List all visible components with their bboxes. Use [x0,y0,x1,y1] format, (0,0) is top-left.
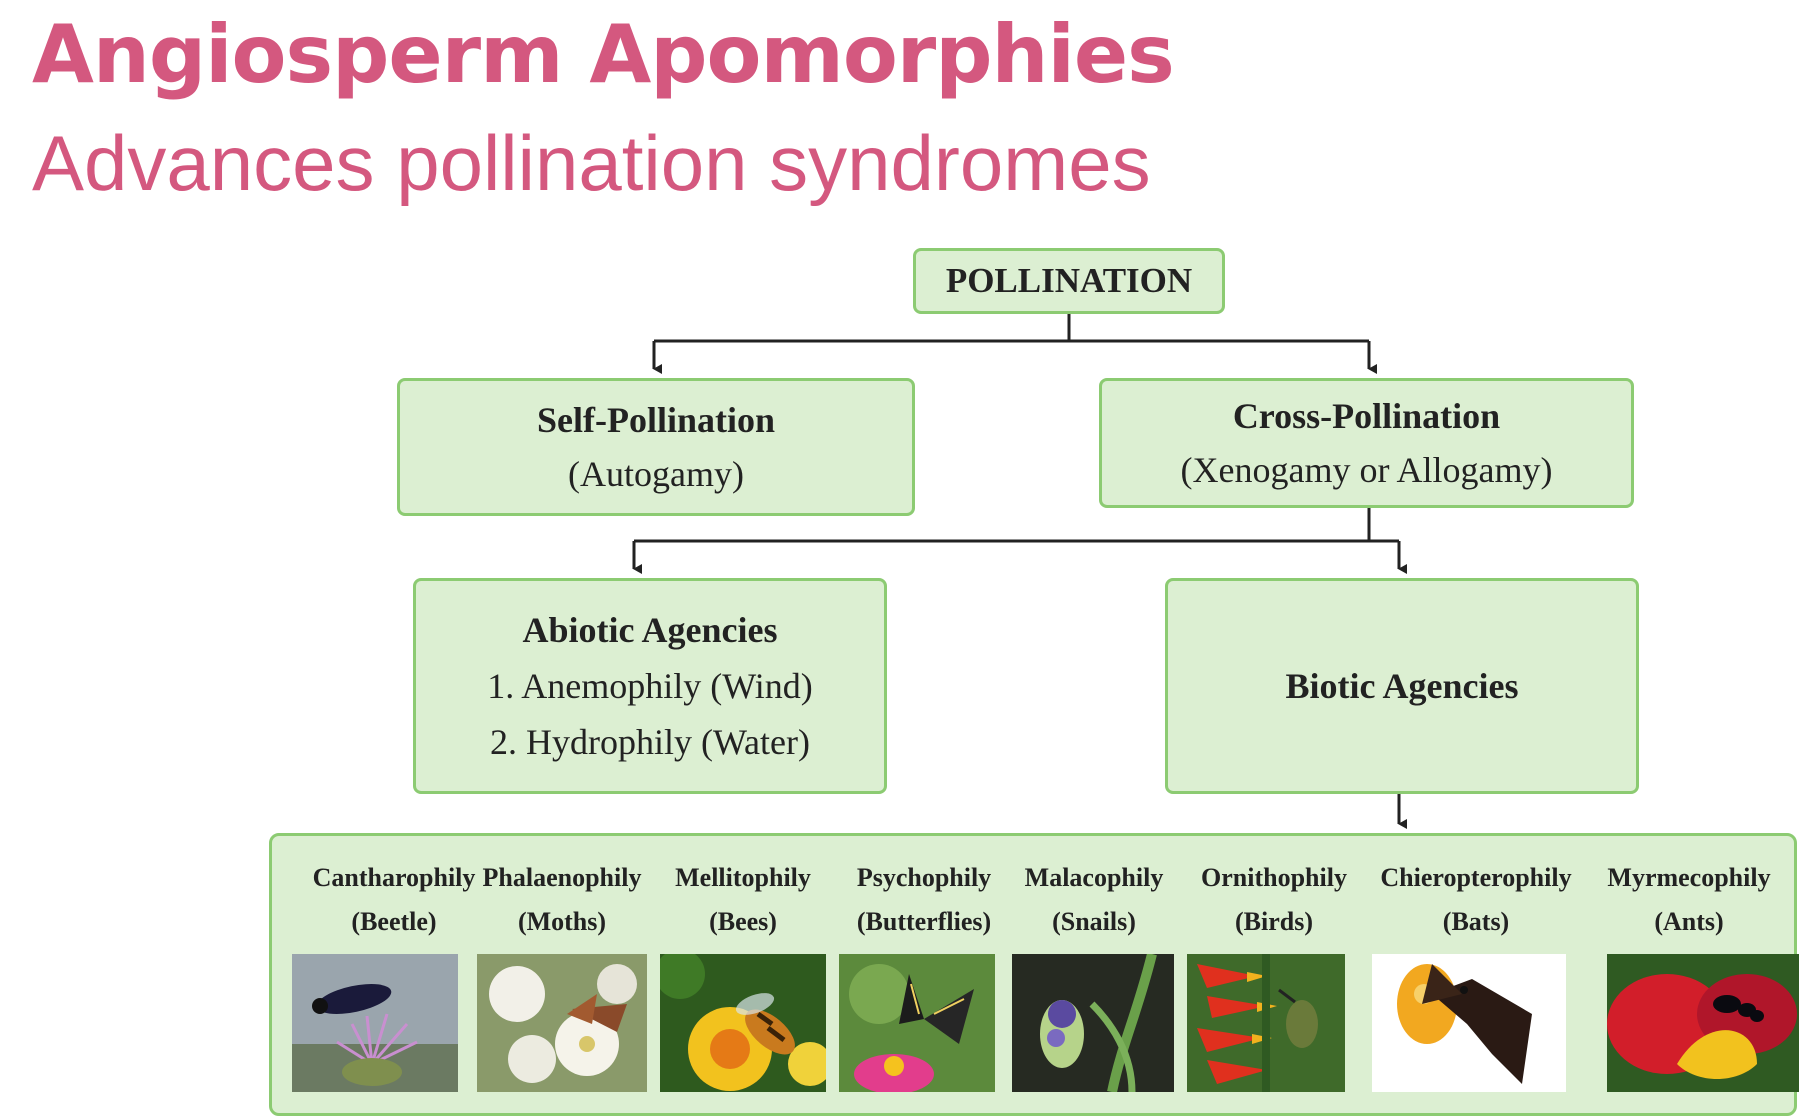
self-pollination-title: Self-Pollination [537,399,775,441]
beetle-photo [292,954,458,1092]
cross-pollination-box: Cross-Pollination (Xenogamy or Allogamy) [1099,378,1634,508]
biotic-agencies-box: Biotic Agencies [1165,578,1639,794]
abiotic-item: 2. Hydrophily (Water) [490,721,810,763]
self-pollination-subtitle: (Autogamy) [568,453,744,495]
syndrome-name: Malacophily [1009,856,1179,900]
syndrome-phalaenophily: Phalaenophily (Moths) [472,856,652,944]
pollination-root-box: POLLINATION [913,248,1225,314]
syndrome-group: (Bats) [1361,900,1591,944]
syndrome-name: Mellitophily [658,856,828,900]
syndrome-myrmecophily: Myrmecophily (Ants) [1589,856,1789,944]
abiotic-item: 1. Anemophily (Wind) [487,665,813,707]
abiotic-agencies-box: Abiotic Agencies 1. Anemophily (Wind) 2.… [413,578,887,794]
syndrome-malacophily: Malacophily (Snails) [1009,856,1179,944]
syndrome-group: (Butterflies) [839,900,1009,944]
syndrome-name: Chieropterophily [1361,856,1591,900]
ant-photo [1607,954,1799,1092]
biotic-title: Biotic Agencies [1286,665,1519,707]
syndrome-name: Phalaenophily [472,856,652,900]
cross-pollination-title: Cross-Pollination [1233,395,1500,437]
syndrome-mellitophily: Mellitophily (Bees) [658,856,828,944]
self-pollination-box: Self-Pollination (Autogamy) [397,378,915,516]
snail-photo [1012,954,1174,1092]
bat-photo [1372,954,1566,1092]
syndrome-group: (Birds) [1189,900,1359,944]
bird-photo [1187,954,1345,1092]
abiotic-title: Abiotic Agencies [523,609,778,651]
syndrome-group: (Snails) [1009,900,1179,944]
syndrome-chieropterophily: Chieropterophily (Bats) [1361,856,1591,944]
syndrome-name: Ornithophily [1189,856,1359,900]
syndrome-group: (Bees) [658,900,828,944]
syndrome-group: (Ants) [1589,900,1789,944]
syndrome-name: Psychophily [839,856,1009,900]
root-label: POLLINATION [946,261,1192,301]
butterfly-photo [839,954,995,1092]
bee-photo [660,954,826,1092]
pollination-syndromes-panel: Cantharophily (Beetle) Phalaenophily (Mo… [269,833,1797,1116]
syndrome-group: (Moths) [472,900,652,944]
syndrome-psychophily: Psychophily (Butterflies) [839,856,1009,944]
cross-pollination-subtitle: (Xenogamy or Allogamy) [1181,449,1553,491]
moth-photo [477,954,647,1092]
syndrome-ornithophily: Ornithophily (Birds) [1189,856,1359,944]
syndrome-name: Myrmecophily [1589,856,1789,900]
